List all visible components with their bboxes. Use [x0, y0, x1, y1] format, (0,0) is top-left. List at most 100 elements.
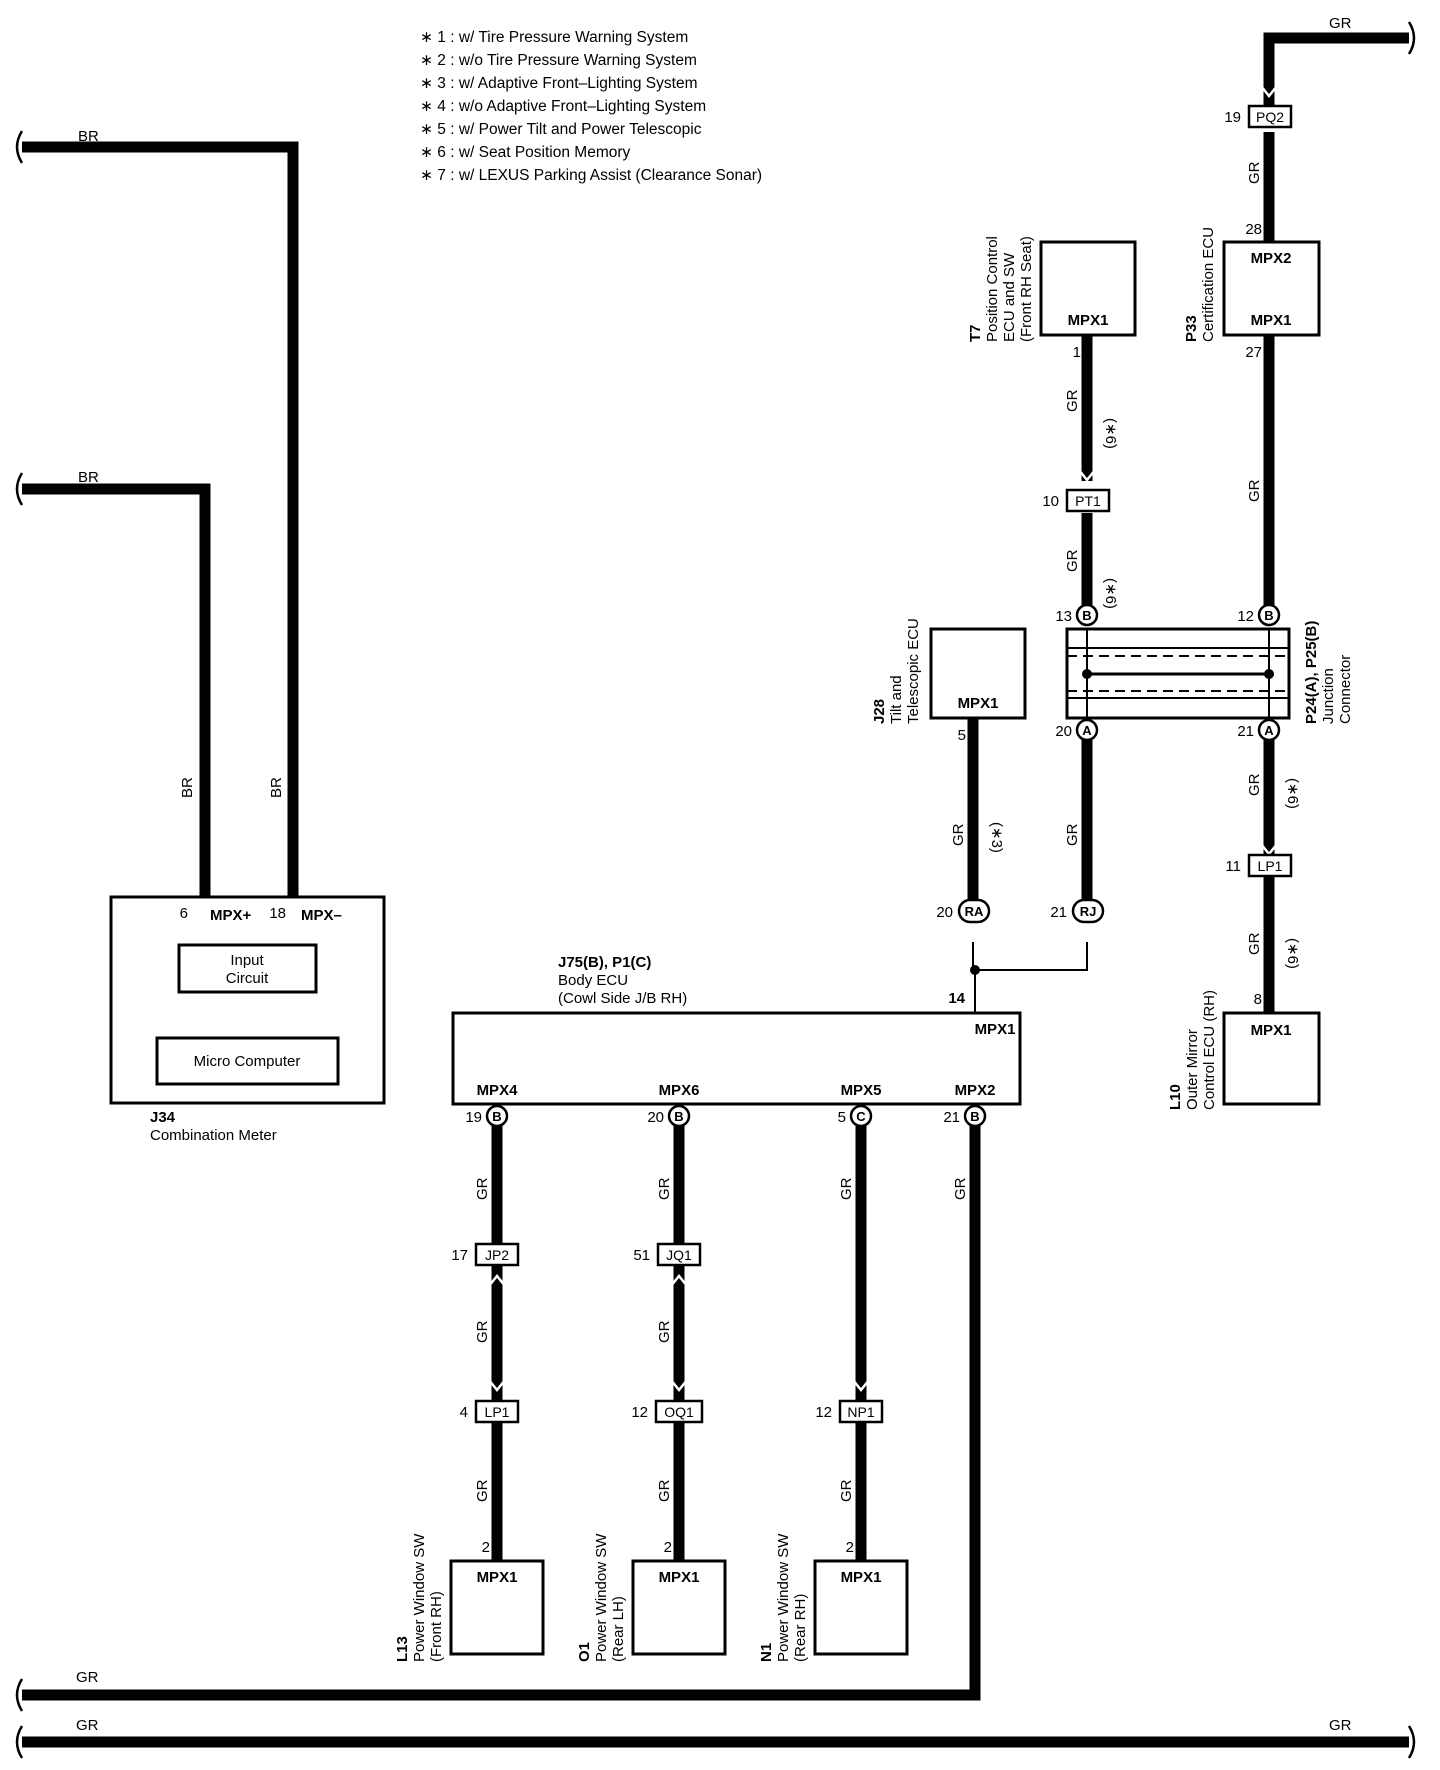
note-3: ∗ 3 : w/ Adaptive Front–Lighting System	[420, 75, 698, 92]
junction-jq1: JQ1 51	[633, 1242, 702, 1267]
component-code: J28	[871, 699, 888, 724]
svg-text:PT1: PT1	[1075, 493, 1101, 509]
terminal-ecu-5: C 5	[838, 1104, 873, 1128]
combination-meter: 6 18 MPX+ MPX– Input Circuit Micro Compu…	[109, 895, 386, 1144]
junction-lp1-bottom: LP1 4	[460, 1399, 520, 1424]
svg-text:10: 10	[1042, 493, 1059, 510]
port-label: MPX1	[958, 695, 999, 712]
component-code: P24(A), P25(B)	[1303, 621, 1320, 724]
wire-label: GR	[474, 1479, 491, 1502]
port-label: MPX1	[477, 1569, 518, 1586]
component-name: Certification ECU	[1200, 227, 1217, 342]
svg-text:A: A	[1264, 723, 1274, 738]
component-code: P33	[1183, 315, 1200, 342]
wire-label: BR	[179, 777, 196, 798]
terminal-p24-13: B 13	[1055, 603, 1099, 627]
splice-point	[970, 965, 980, 975]
wire-label: GR	[1246, 773, 1263, 796]
condition-label: (∗6)	[1284, 938, 1301, 969]
wire-label: GR	[1246, 479, 1263, 502]
wire-label: GR	[1064, 549, 1081, 572]
port-label: MPX4	[477, 1082, 519, 1099]
component-code: J75(B), P1(C)	[558, 954, 651, 971]
pin-number: 28	[1245, 221, 1262, 238]
junction-np1: NP1 12	[815, 1399, 884, 1424]
block-label: Circuit	[226, 970, 269, 987]
terminal-ecu-21: B 21	[943, 1104, 987, 1128]
tilt-telescopic-ecu: MPX1 5 J28 Tilt and Telescopic ECU	[871, 618, 1027, 744]
svg-text:17: 17	[451, 1247, 468, 1264]
wire-br-mpx-plus	[22, 483, 211, 897]
certification-ecu: MPX2 MPX1 28 27 P33 Certification ECU	[1183, 221, 1321, 361]
terminal-ecu-20: B 20	[647, 1104, 691, 1128]
component-name: Control ECU (RH)	[1201, 990, 1218, 1110]
svg-text:20: 20	[647, 1109, 664, 1126]
wire-label: GR	[656, 1320, 673, 1343]
condition-label: (∗6)	[1102, 418, 1119, 449]
power-window-sw-rear-rh: MPX1 2 N1 Power Window SW (Rear RH)	[758, 1533, 909, 1662]
component-name: Combination Meter	[150, 1127, 277, 1144]
svg-text:4: 4	[460, 1404, 468, 1421]
component-location: (Cowl Side J/B RH)	[558, 990, 687, 1007]
component-name: Telescopic ECU	[905, 618, 922, 724]
port-label: MPX2	[1251, 250, 1292, 267]
svg-text:B: B	[674, 1109, 683, 1124]
condition-label: (∗6)	[1284, 778, 1301, 809]
wire-label: GR	[76, 1717, 99, 1734]
terminal-p24-20: A 20	[1055, 718, 1099, 742]
svg-text:JQ1: JQ1	[666, 1247, 692, 1263]
junction-lp1-top: LP1 11	[1225, 853, 1293, 878]
note-2: ∗ 2 : w/o Tire Pressure Warning System	[420, 52, 697, 69]
svg-text:B: B	[1264, 608, 1273, 623]
port-label: MPX+	[210, 907, 252, 924]
pin-number: 6	[180, 905, 188, 922]
wire-label: GR	[656, 1177, 673, 1200]
svg-text:B: B	[492, 1109, 501, 1124]
wire-label: BR	[78, 128, 99, 145]
svg-text:13: 13	[1055, 608, 1072, 625]
wire-harness	[22, 32, 1409, 1748]
pin-number: 2	[846, 1539, 854, 1556]
svg-text:LP1: LP1	[1258, 858, 1283, 874]
svg-text:19: 19	[1224, 109, 1241, 126]
wire-label: GR	[950, 823, 967, 846]
wire-label: GR	[1064, 823, 1081, 846]
component-name: (Rear LH)	[610, 1596, 627, 1662]
component-name: (Front RH Seat)	[1018, 236, 1035, 342]
wire-label: GR	[474, 1320, 491, 1343]
svg-text:5: 5	[838, 1109, 846, 1126]
svg-text:51: 51	[633, 1247, 650, 1264]
power-window-sw-rear-lh: MPX1 2 O1 Power Window SW (Rear LH)	[576, 1533, 727, 1662]
junction-boxes: PQ2 19 PT1 10 LP1 11 JP2 17 JQ1 51 LP1 4	[451, 104, 1293, 1424]
component-name: Power Window SW	[775, 1533, 792, 1662]
pin-number: 14	[948, 990, 965, 1007]
power-window-sw-front-rh: MPX1 2 L13 Power Window SW (Front RH)	[394, 1533, 545, 1662]
port-label: MPX2	[955, 1082, 996, 1099]
junction-pq2: PQ2 19	[1224, 104, 1293, 129]
wire-label: GR	[656, 1479, 673, 1502]
component-name: Body ECU	[558, 972, 628, 989]
note-4: ∗ 4 : w/o Adaptive Front–Lighting System	[420, 98, 706, 115]
position-control-ecu: MPX1 1 T7 Position Control ECU and SW (F…	[967, 236, 1137, 361]
junction-oq1: OQ1 12	[631, 1399, 704, 1424]
wire-label: GR	[474, 1177, 491, 1200]
wire-gr-top	[1263, 32, 1409, 112]
svg-text:19: 19	[465, 1109, 482, 1126]
component-name: Junction	[1320, 668, 1337, 724]
svg-text:12: 12	[815, 1404, 832, 1421]
port-label: MPX1	[1251, 1022, 1292, 1039]
note-5: ∗ 5 : w/ Power Tilt and Power Telescopic	[420, 121, 702, 138]
component-code: L10	[1167, 1084, 1184, 1110]
component-name: Outer Mirror	[1184, 1029, 1201, 1110]
wire-label: GR	[1064, 389, 1081, 412]
svg-text:NP1: NP1	[847, 1404, 874, 1420]
wire-label: GR	[838, 1479, 855, 1502]
wire-br-mpx-minus	[22, 141, 299, 897]
component-code: N1	[758, 1643, 775, 1662]
condition-label: (∗6)	[1102, 578, 1119, 609]
pin-number: 18	[269, 905, 286, 922]
svg-text:12: 12	[1237, 608, 1254, 625]
pin-number: 5	[958, 727, 966, 744]
note-6: ∗ 6 : w/ Seat Position Memory	[420, 144, 631, 161]
